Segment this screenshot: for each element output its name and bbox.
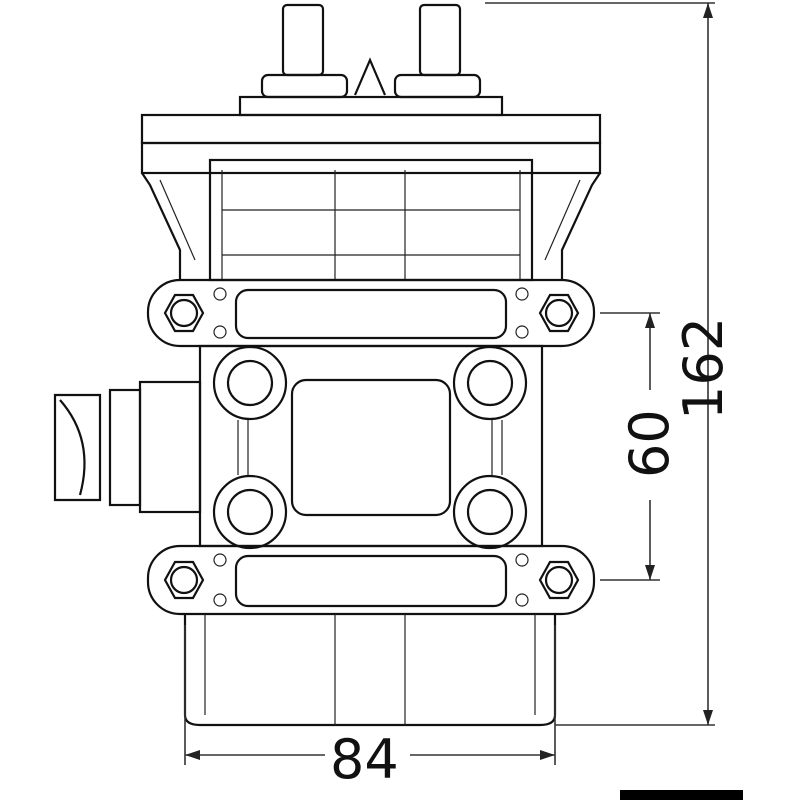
- dimension-84: 84: [184, 625, 556, 791]
- dimension-60: 60: [600, 312, 681, 581]
- dimension-label-60: 60: [618, 409, 681, 478]
- pump-outline: [53, 3, 602, 727]
- dimension-label-84: 84: [330, 728, 399, 791]
- dimension-label-162: 162: [672, 317, 735, 420]
- scale-bar: [620, 790, 743, 800]
- dimension-162: 162: [485, 2, 735, 726]
